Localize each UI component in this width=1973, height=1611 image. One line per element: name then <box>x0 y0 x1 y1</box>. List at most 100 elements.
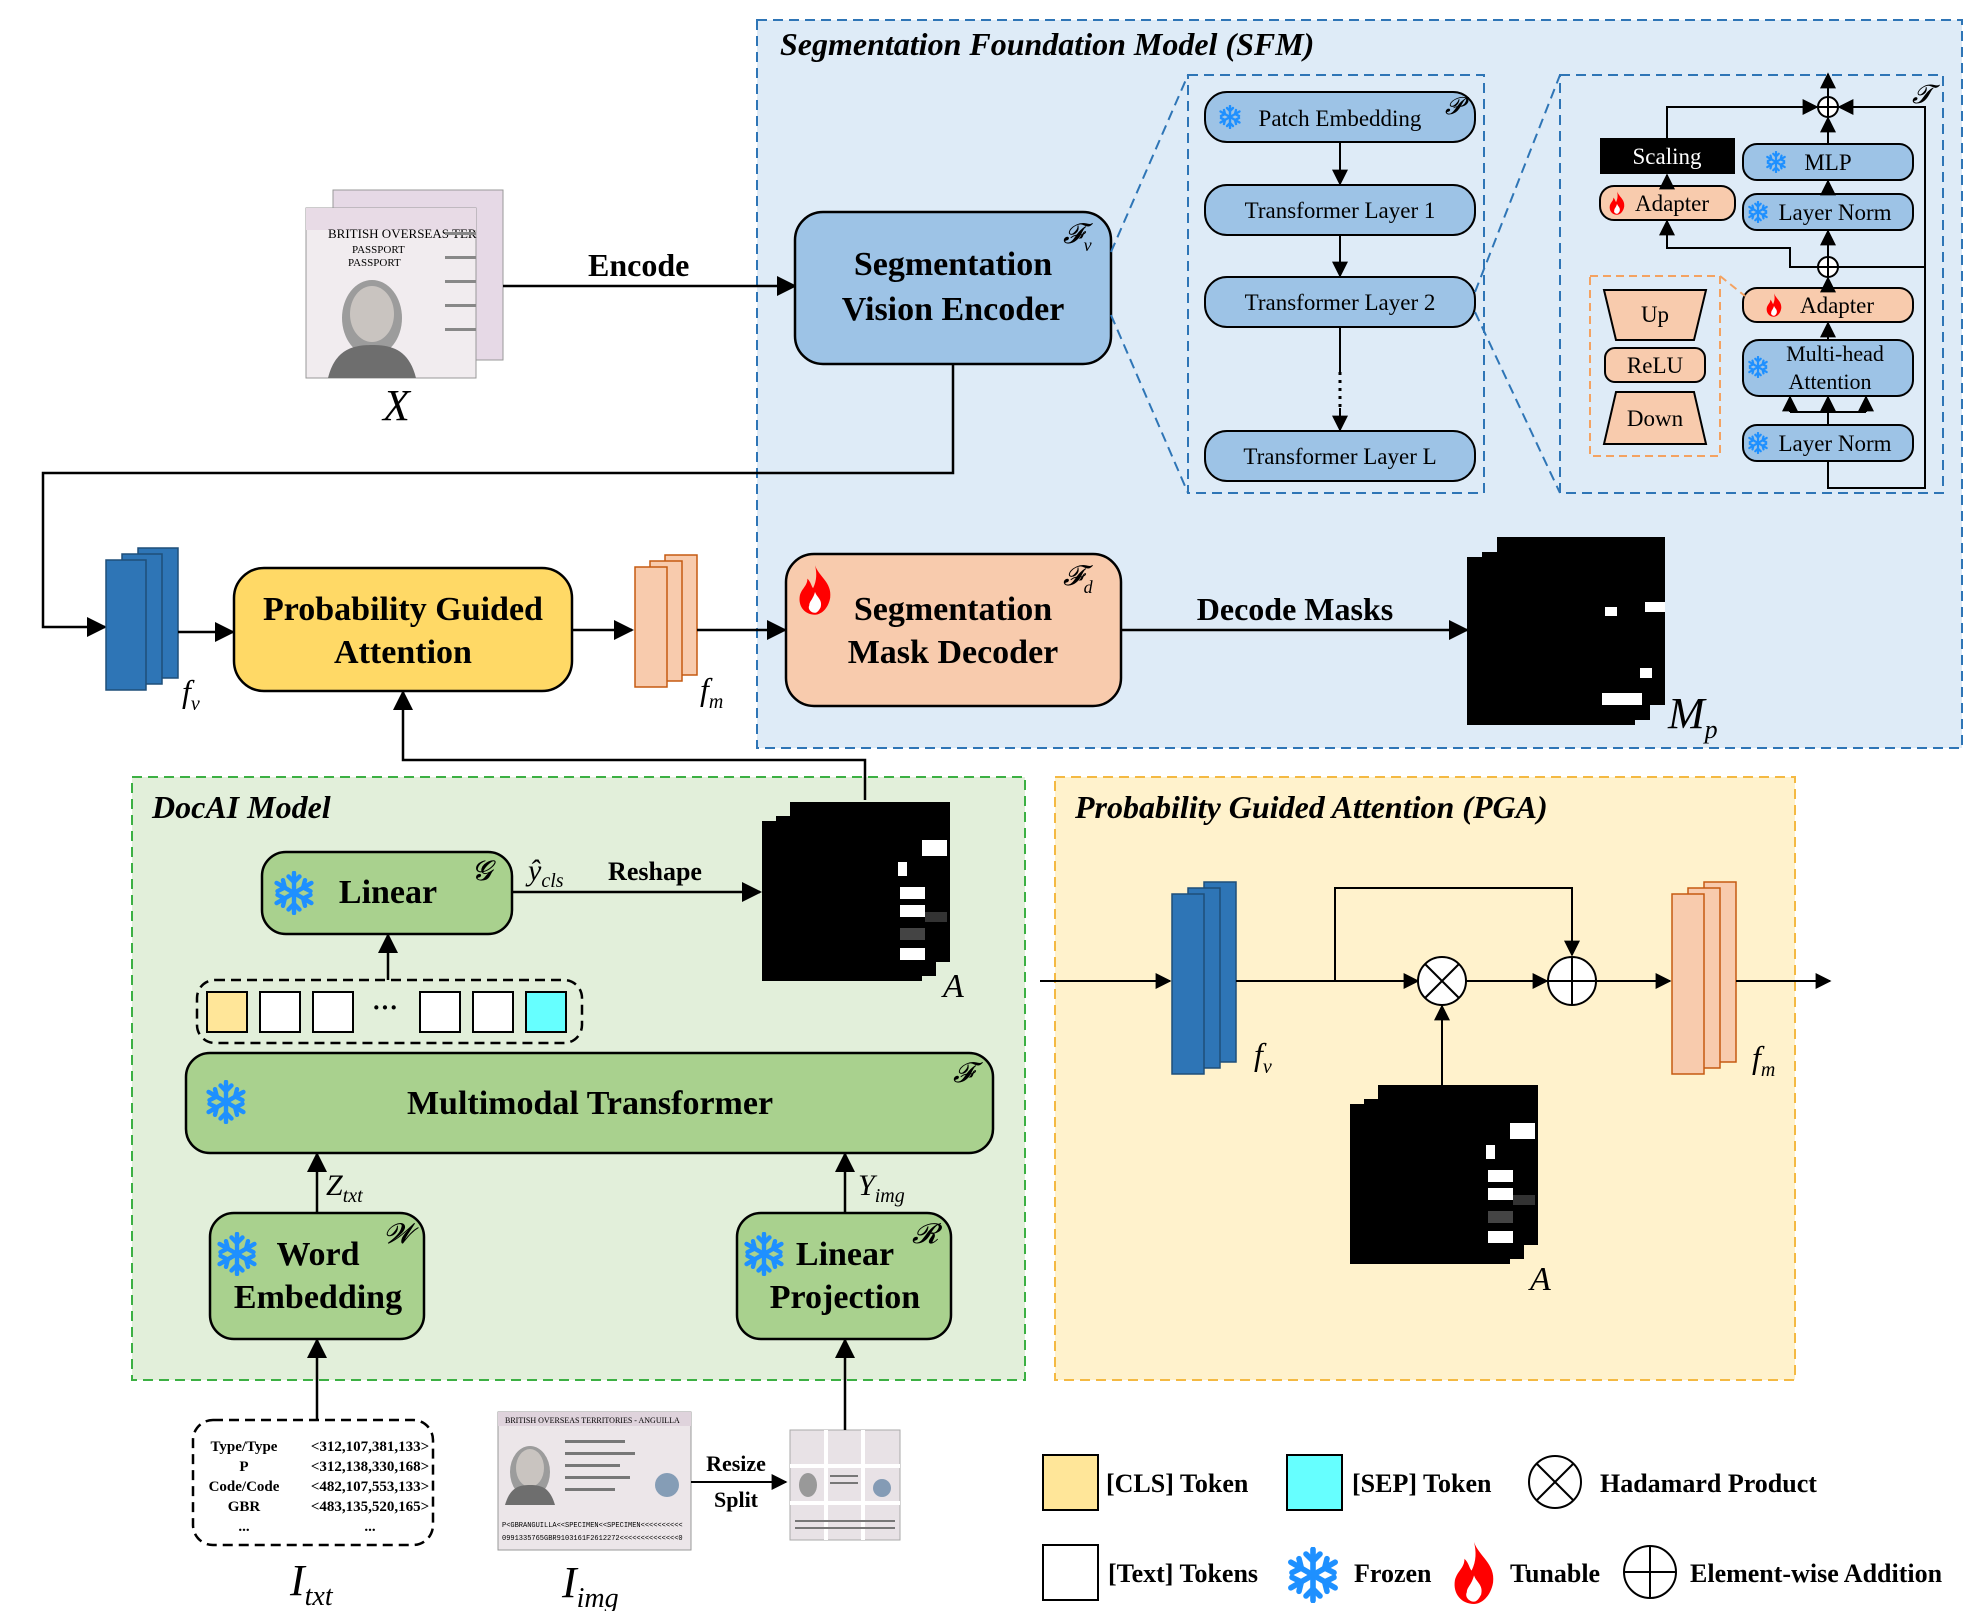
pga-fm-stack <box>1671 881 1737 1075</box>
adapter-top-label: Adapter <box>1635 191 1709 216</box>
zoom-line-bottom <box>1110 314 1189 494</box>
legend-tunable-label: Tunable <box>1510 1559 1600 1588</box>
legend-sep-swatch <box>1286 1454 1343 1511</box>
ycls-label: ŷcls <box>525 854 564 892</box>
legend-cls-swatch <box>1042 1454 1099 1511</box>
zoom-line-top <box>1110 74 1189 253</box>
decode-masks-label: Decode Masks <box>1197 591 1393 627</box>
split-label: Split <box>714 1487 759 1512</box>
layer-norm-top-label: Layer Norm <box>1778 200 1891 225</box>
svg-text:<483,135,520,165>: <483,135,520,165> <box>311 1499 429 1515</box>
reshape-label: Reshape <box>608 857 702 886</box>
layer-detail-panel <box>1559 74 1944 494</box>
sfm-title: Segmentation Foundation Model (SFM) <box>780 26 1314 62</box>
mlp-label: MLP <box>1804 150 1851 175</box>
linear-projection-line1: Linear <box>796 1236 894 1273</box>
token-row <box>195 978 584 1045</box>
svg-text:<312,107,381,133>: <312,107,381,133> <box>311 1439 429 1455</box>
text-token <box>259 991 301 1033</box>
pga-a-label: A <box>1528 1261 1551 1298</box>
svg-text:<312,138,330,168>: <312,138,330,168> <box>311 1459 429 1475</box>
up-label: Up <box>1641 302 1669 327</box>
cls-token <box>206 991 248 1033</box>
legend-addition-icon <box>1623 1545 1677 1599</box>
svg-text:<482,107,553,133>: <482,107,553,133> <box>311 1479 429 1495</box>
svg-text:...: ... <box>238 1519 250 1535</box>
text-token <box>312 991 354 1033</box>
transformer-layer-2-label: Transformer Layer 2 <box>1245 290 1436 315</box>
svg-text:0991335765GBR9103161F2612272<<: 0991335765GBR9103161F2612272<<<<<<<<<<<<… <box>502 1535 683 1543</box>
fm-feature-stack <box>634 554 698 688</box>
transformer-layer-1-label: Transformer Layer 1 <box>1245 198 1436 223</box>
midadd-to-adapter <box>1659 219 1818 268</box>
layer-norm-bottom-label: Layer Norm <box>1778 431 1891 456</box>
attention-map-docai <box>762 802 950 981</box>
transformer-layer-L-box <box>1204 430 1476 482</box>
iimg-label: Iimg <box>561 1558 619 1611</box>
legend-frozen-label: Frozen <box>1354 1559 1432 1588</box>
legend-cls-label: [CLS] Token <box>1106 1469 1249 1498</box>
attention-to-pga-path <box>393 690 867 800</box>
input-document-image: BRITISH OVERSEAS TERRITORIES - ANGUILLA … <box>497 1411 692 1551</box>
input-x-label: X <box>381 381 412 430</box>
linear-g-label: Linear <box>339 874 437 911</box>
mha-line2: Attention <box>1788 369 1871 394</box>
decoder-line1: Segmentation <box>854 591 1052 628</box>
down-block <box>1602 391 1708 445</box>
scaling-box <box>1600 138 1735 174</box>
scaling-label: Scaling <box>1633 144 1702 169</box>
scaling-to-add <box>1666 99 1819 138</box>
svg-text:GBR: GBR <box>228 1499 261 1515</box>
sep-token <box>525 991 567 1033</box>
predicted-masks <box>1467 537 1665 725</box>
legend-sep-label: [SEP] Token <box>1352 1469 1492 1498</box>
adapter-right-label: Adapter <box>1800 293 1874 318</box>
pga-fv-stack <box>1171 881 1237 1075</box>
fv-label: fv <box>182 673 200 715</box>
pga-region <box>1054 776 1796 1381</box>
text-token <box>472 991 514 1033</box>
up-block <box>1602 289 1708 341</box>
svg-text:Type/Type: Type/Type <box>211 1439 278 1455</box>
transformer-stack-panel <box>1187 74 1485 494</box>
svg-text:PASSPORT: PASSPORT <box>348 257 401 269</box>
legend-hadamard-icon <box>1528 1455 1582 1509</box>
pga-title: Probability Guided Attention (PGA) <box>1074 789 1548 825</box>
svg-text:PASSPORT: PASSPORT <box>352 244 405 256</box>
docai-title: DocAI Model <box>151 789 331 825</box>
resize-label: Resize <box>706 1451 766 1476</box>
legend-hadamard-label: Hadamard Product <box>1600 1469 1817 1498</box>
multimodal-transformer-label: Multimodal Transformer <box>407 1085 773 1122</box>
adapter-link-1 <box>1719 275 1746 297</box>
pga-line2: Attention <box>334 634 472 671</box>
text-input-rows: Type/Type <312,107,381,133> P <312,138,3… <box>209 1439 430 1535</box>
layer-norm-bottom-box <box>1742 424 1914 462</box>
itxt-label: Itxt <box>289 1556 334 1611</box>
pga-line1: Probability Guided <box>263 591 543 628</box>
adapter-internals-panel <box>1589 275 1721 457</box>
legend-text-label: [Text] Tokens <box>1108 1559 1258 1588</box>
word-embedding-line2: Embedding <box>234 1279 402 1316</box>
down-label: Down <box>1627 406 1684 431</box>
input-passport-image: BRITISH OVERSEAS TER PASSPORT PASSPORT <box>305 189 504 379</box>
legend-text-swatch <box>1042 1544 1099 1601</box>
decoder-line2: Mask Decoder <box>848 634 1059 671</box>
skip-connection <box>1334 887 1580 981</box>
text-token <box>419 991 461 1033</box>
svg-text:P: P <box>239 1459 248 1475</box>
relu-box <box>1604 347 1706 383</box>
zoom-line-top-2 <box>1474 74 1561 293</box>
relu-label: ReLU <box>1627 353 1684 378</box>
encoder-line2: Vision Encoder <box>842 291 1065 328</box>
svg-text:Code/Code: Code/Code <box>209 1479 280 1495</box>
fv-feature-stack <box>105 547 179 691</box>
token-ellipsis: ··· <box>372 993 398 1022</box>
legend: [CLS] Token [SEP] Token Hadamard Product… <box>1042 1454 1943 1604</box>
residual-top <box>1837 99 1926 267</box>
svg-text:P<GBRANGUILLA<<SPECIMEN<<SPECI: P<GBRANGUILLA<<SPECIMEN<<SPECIMEN<<<<<<<… <box>502 1522 683 1530</box>
mha-line1: Multi-head <box>1786 341 1884 366</box>
encoder-to-fv-path <box>41 364 955 637</box>
multimodal-transformer-box <box>184 1051 995 1155</box>
ztxt-label: Ztxt <box>326 1169 363 1207</box>
